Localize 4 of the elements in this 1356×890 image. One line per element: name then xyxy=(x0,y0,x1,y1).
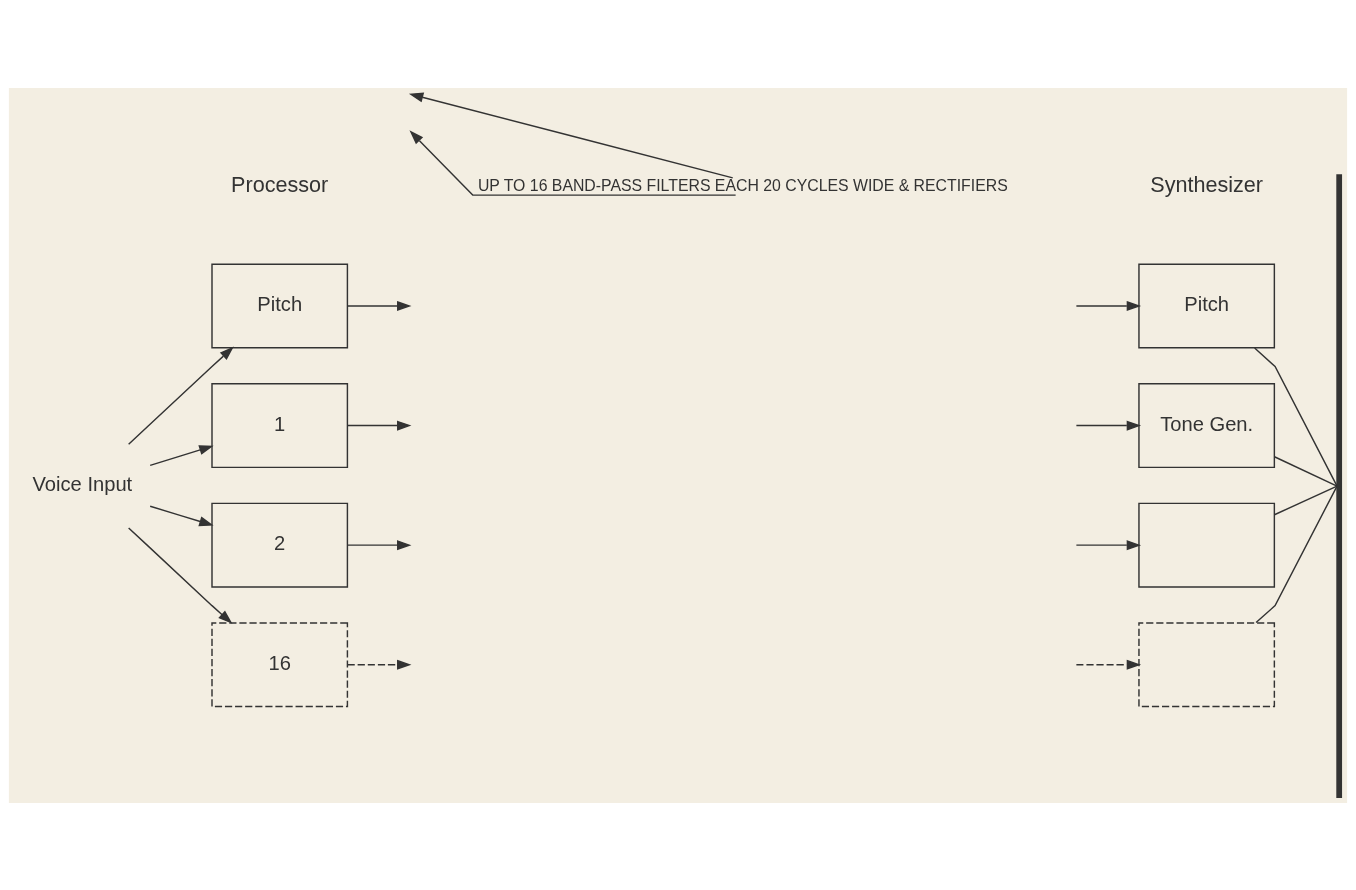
node-text: UP TO 16 BAND-PASS FILTERS EACH 20 CYCLES WIDE & RECTIFIERS xyxy=(477,176,1008,194)
label: Synthesizer xyxy=(1150,171,1264,197)
node-text: Voice Input xyxy=(32,472,133,495)
label: Processor xyxy=(231,171,329,197)
